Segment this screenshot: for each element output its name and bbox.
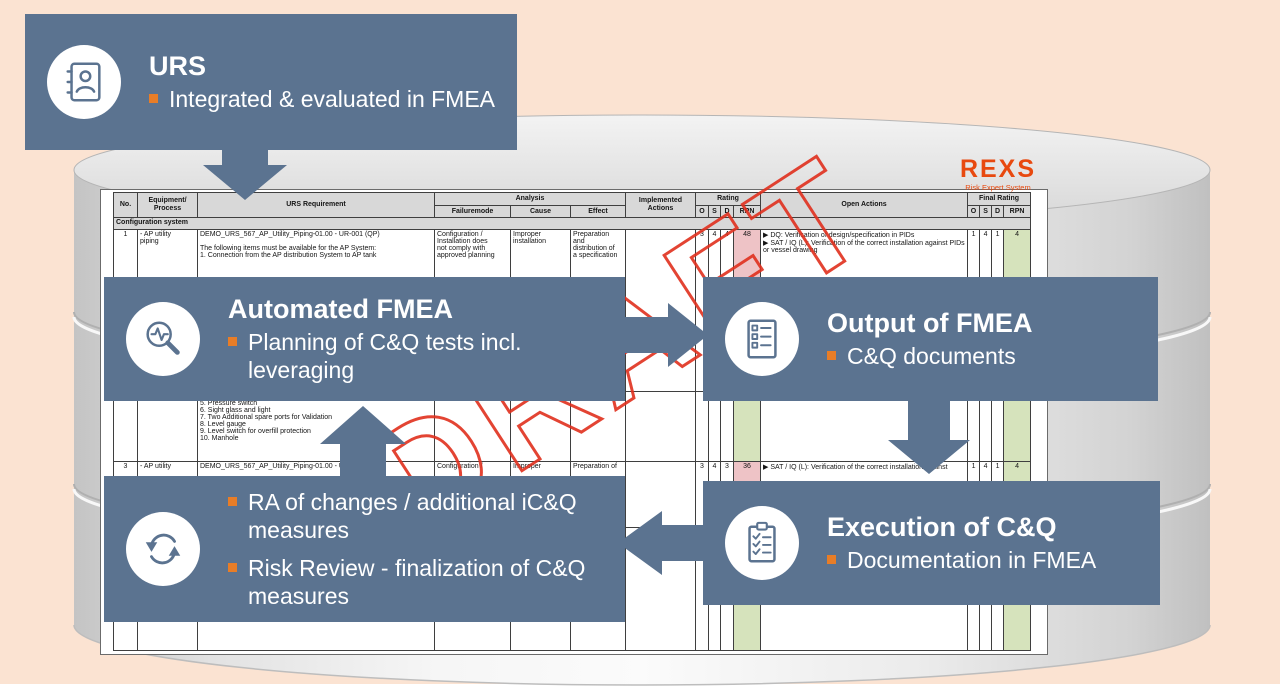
document-checklist-icon — [747, 319, 777, 359]
col-d: D — [720, 205, 734, 218]
callout-automated-fmea-bullet-text: Planning of C&Q tests incl. leveraging — [248, 328, 522, 384]
risk-review-icon-circle — [126, 512, 200, 586]
col-o: O — [695, 205, 709, 218]
section-row: Configuration system — [112, 217, 1032, 230]
cell-rpn — [732, 391, 762, 462]
clipboard-checklist-icon — [748, 521, 776, 563]
urs-icon-circle — [47, 45, 121, 119]
cell-open-actions — [760, 391, 969, 462]
callout-urs: URS Integrated & evaluated in FMEA — [25, 14, 517, 150]
cell-failuremode — [434, 391, 511, 462]
callout-risk-review: RA of changes / additional iC&Q measures… — [104, 476, 625, 622]
cell-final-rpn — [1003, 391, 1032, 462]
col-analysis: Analysis — [434, 192, 626, 206]
cell-no — [113, 391, 138, 462]
cell-final-o — [967, 391, 981, 462]
cell-final-d — [991, 391, 1005, 462]
callout-output-fmea-title: Output of FMEA — [827, 307, 1033, 338]
callout-urs-bullet: Integrated & evaluated in FMEA — [149, 85, 495, 113]
callout-automated-fmea-bullet: Planning of C&Q tests incl. leveraging — [228, 328, 617, 384]
col-implemented-actions: Implemented Actions — [625, 192, 696, 218]
table-row: 4. Pressure gauge 5. Pressure switch 6. … — [113, 391, 1032, 462]
bullet-square-icon — [228, 563, 237, 572]
col-rating: Rating — [694, 192, 762, 206]
callout-risk-review-bullet-2: Risk Review - finalization of C&Q measur… — [228, 554, 617, 610]
callout-execution-cq-bullet: Documentation in FMEA — [827, 546, 1096, 574]
callout-risk-review-bullet-1: RA of changes / additional iC&Q measures — [228, 488, 617, 544]
col-final-o: O — [967, 205, 981, 218]
col-open-actions: Open Actions — [760, 192, 969, 218]
section-label: Configuration system — [112, 217, 1032, 230]
output-fmea-icon-circle — [725, 302, 799, 376]
bullet-square-icon — [228, 496, 237, 506]
col-urs-requirement: URS Requirement — [197, 192, 435, 218]
col-final-rating: Final Rating — [967, 192, 1032, 206]
cell-cause — [510, 391, 571, 462]
col-no: No. — [113, 192, 138, 218]
bullet-square-icon — [827, 351, 836, 360]
col-equipment: Equipment/ Process — [137, 192, 198, 218]
automated-fmea-icon-circle — [126, 302, 200, 376]
callout-output-fmea-bullet: C&Q documents — [827, 342, 1032, 370]
cell-o — [695, 391, 709, 462]
rexs-logo-text: REXS — [959, 155, 1037, 183]
callout-execution-cq-title: Execution of C&Q — [827, 511, 1057, 542]
cycle-arrows-icon — [145, 533, 181, 565]
cell-effect — [570, 391, 626, 462]
callout-risk-review-bullet-1-text: RA of changes / additional iC&Q measures — [248, 488, 577, 543]
callout-urs-title: URS — [149, 50, 207, 81]
col-final-s: S — [979, 205, 993, 218]
col-cause: Cause — [510, 205, 571, 218]
execution-cq-icon-circle — [725, 506, 799, 580]
callout-automated-fmea: Automated FMEA Planning of C&Q tests inc… — [104, 277, 625, 401]
col-final-rpn: RPN — [1003, 205, 1032, 218]
cell-final-s — [979, 391, 993, 462]
callout-execution-cq: Execution of C&Q Documentation in FMEA — [703, 481, 1160, 605]
cell-implemented — [625, 461, 696, 528]
rexs-logo-tagline: Risk Expert System — [965, 183, 1031, 192]
col-s: S — [708, 205, 721, 218]
callout-risk-review-bullet-2-text: Risk Review - finalization of C&Q measur… — [248, 555, 586, 610]
cell-s — [708, 391, 721, 462]
cell-implemented — [625, 527, 696, 651]
callout-automated-fmea-title: Automated FMEA — [228, 293, 453, 324]
address-book-icon — [66, 62, 101, 102]
magnifier-pulse-icon — [146, 321, 180, 355]
col-rpn: RPN — [732, 205, 762, 218]
cell-implemented — [625, 391, 696, 462]
callout-execution-cq-bullet-text: Documentation in FMEA — [847, 547, 1097, 573]
cell-equipment — [137, 391, 198, 462]
callout-output-fmea-bullet-text: C&Q documents — [847, 343, 1016, 369]
callout-urs-bullet-text: Integrated & evaluated in FMEA — [169, 86, 496, 112]
rexs-logo: REXS Risk Expert System — [948, 155, 1048, 193]
cell-d — [720, 391, 734, 462]
cell-urs: 4. Pressure gauge 5. Pressure switch 6. … — [197, 391, 435, 462]
cell-implemented — [625, 229, 696, 392]
bullet-square-icon — [827, 555, 836, 564]
col-effect: Effect — [570, 205, 626, 218]
callout-output-fmea: Output of FMEA C&Q documents — [703, 277, 1158, 401]
col-failuremode: Failuremode — [434, 205, 511, 218]
table-header-row: No. Equipment/ Process URS Requirement A… — [113, 192, 1032, 218]
bullet-square-icon — [149, 94, 158, 103]
bullet-square-icon — [228, 336, 237, 346]
col-final-d: D — [991, 205, 1005, 218]
